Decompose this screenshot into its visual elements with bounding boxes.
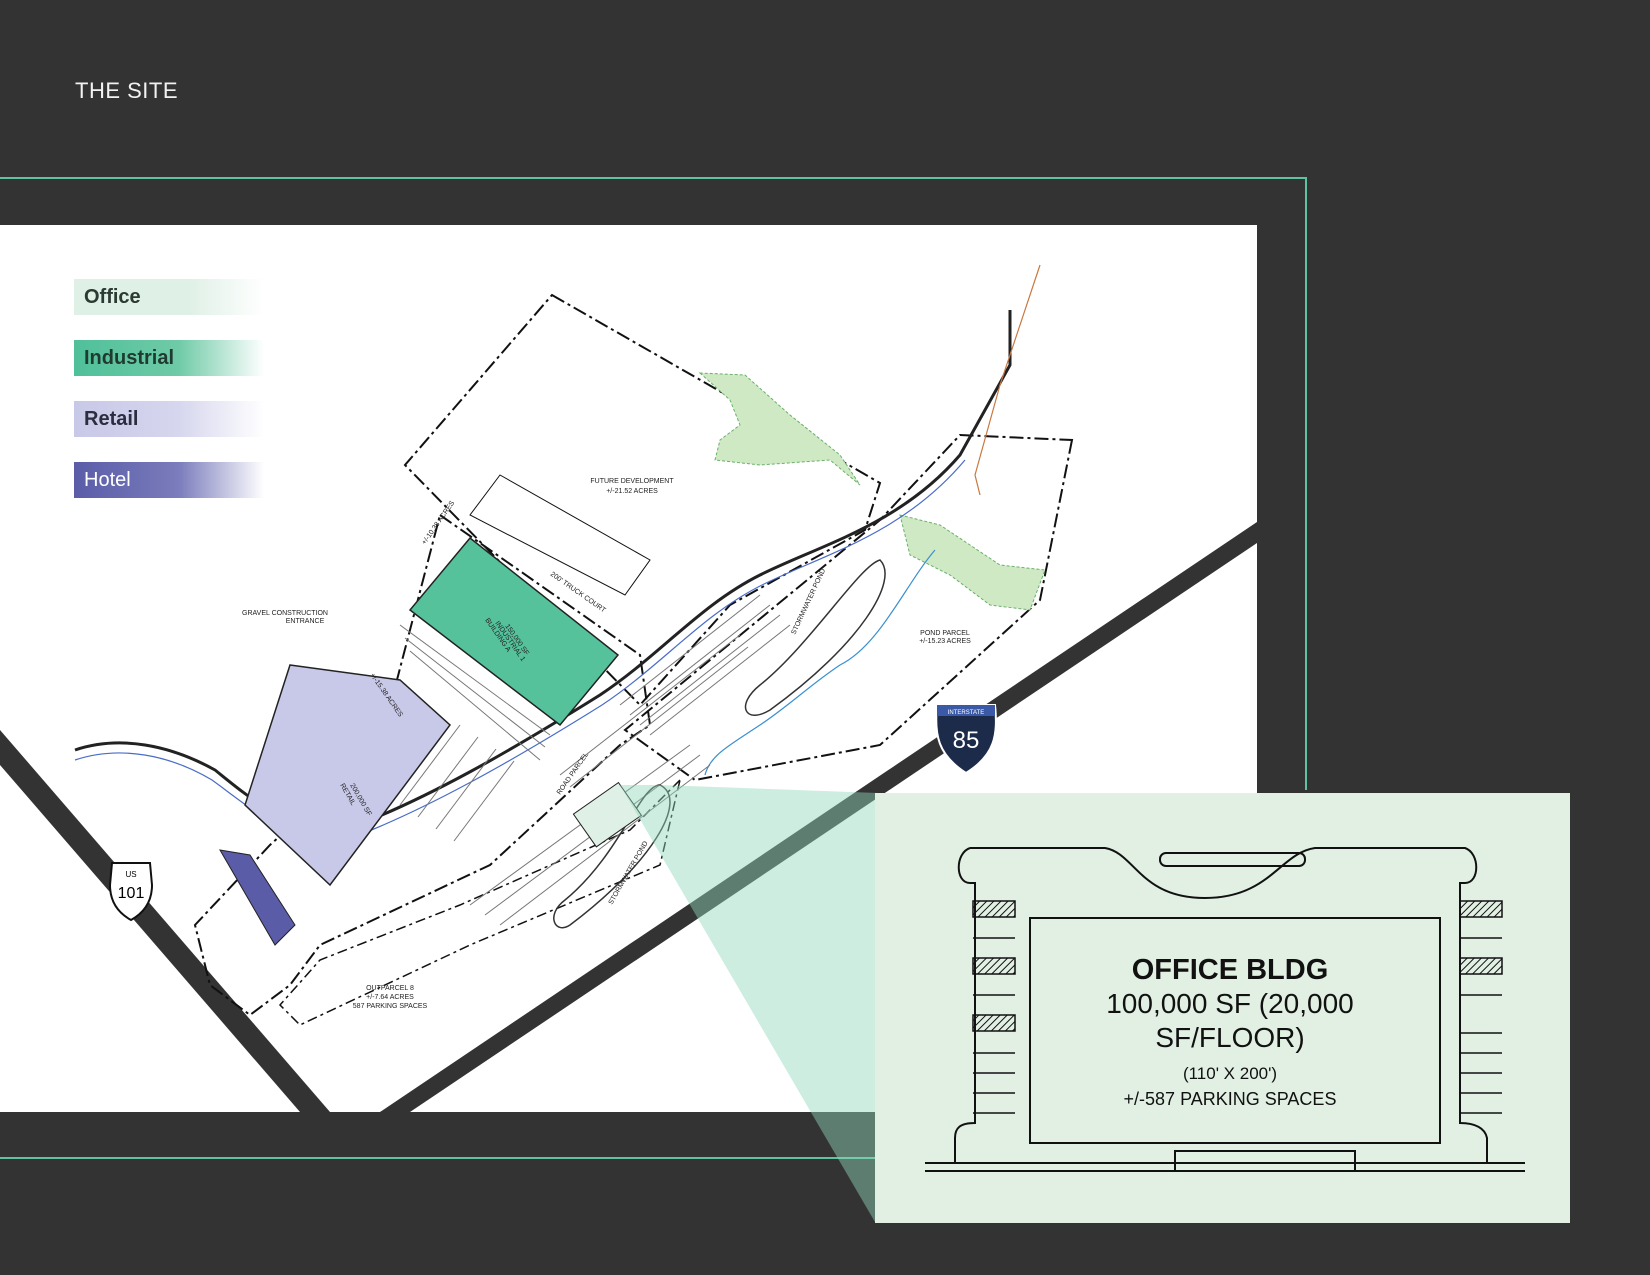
label-gravel-entrance: GRAVEL CONSTRUCTION xyxy=(242,610,328,617)
office-building-details: OFFICE BLDG 100,000 SF (20,000 SF/FLOOR)… xyxy=(1030,953,1430,1111)
us-shield-label: US xyxy=(125,870,136,879)
main-access-road xyxy=(74,310,1012,837)
label-outparcel-acres: +/-7.64 ACRES xyxy=(366,994,414,1001)
label-outparcel: OUTPARCEL 8 xyxy=(366,985,414,992)
interstate-shield-number: 85 xyxy=(953,727,980,754)
label-outparcel-parking: 587 PARKING SPACES xyxy=(353,1003,428,1010)
label-pond-parcel: POND PARCEL xyxy=(920,630,970,637)
interstate-85-shield: INTERSTATE 85 xyxy=(935,704,997,775)
parking-rows xyxy=(399,594,791,926)
outparcel-boundary xyxy=(278,777,682,1026)
office-building-inset[interactable]: OFFICE BLDG 100,000 SF (20,000 SF/FLOOR)… xyxy=(875,793,1570,1223)
label-future-development-acres: +/-21.52 ACRES xyxy=(606,488,658,495)
label-stormwater-pond: STORMWATER POND xyxy=(790,568,827,636)
inset-area-line-1: 100,000 SF (20,000 xyxy=(1106,988,1354,1019)
label-stormwater-pond-2: STORMWATER POND xyxy=(608,840,650,906)
stream xyxy=(704,549,936,776)
retail-building xyxy=(244,664,452,887)
stormwater-pond-1 xyxy=(744,559,886,716)
inset-area-line-2: SF/FLOOR) xyxy=(1155,1022,1305,1053)
label-pond-parcel-acres: +/-15.23 ACRES xyxy=(919,638,971,645)
pond-parcel xyxy=(623,433,1074,782)
interstate-shield-label: INTERSTATE xyxy=(948,710,984,716)
office-building-site xyxy=(572,781,643,848)
interstate-85-highway xyxy=(380,522,1257,1112)
site-plan-map[interactable]: FUTURE DEVELOPMENT +/-21.52 ACRES GRAVEL… xyxy=(0,225,1257,1112)
inset-dimensions: (110' X 200') xyxy=(1182,1064,1278,1083)
office-building-inset-drawing xyxy=(925,847,1525,1172)
main-site-boundary xyxy=(193,513,652,1017)
legend-office: Office xyxy=(74,279,264,315)
site-plan-drawing: FUTURE DEVELOPMENT +/-21.52 ACRES GRAVEL… xyxy=(0,264,1257,1112)
hotel-building xyxy=(219,849,296,946)
wetland-area xyxy=(698,372,861,486)
us-101-shield: US 101 xyxy=(108,862,154,922)
future-development-parcel xyxy=(403,293,882,707)
building-a-industrial xyxy=(408,536,620,727)
us-shield-number: 101 xyxy=(118,885,145,902)
label-future-development: FUTURE DEVELOPMENT xyxy=(590,478,674,485)
inset-parking: +/-587 PARKING SPACES xyxy=(1123,1089,1337,1109)
legend-hotel: Hotel xyxy=(74,462,264,498)
legend-retail: Retail xyxy=(74,401,264,437)
legend-industrial: Industrial xyxy=(74,340,264,376)
label-gravel-entrance-2: ENTRANCE xyxy=(286,618,325,625)
truck-court xyxy=(469,474,651,596)
wetland-area-2 xyxy=(899,514,1046,611)
inset-title: OFFICE BLDG xyxy=(1131,954,1329,986)
land-use-legend: Office Industrial Retail Hotel xyxy=(74,279,264,523)
us-101-highway xyxy=(0,730,330,1112)
page-title: THE SITE xyxy=(75,78,179,103)
